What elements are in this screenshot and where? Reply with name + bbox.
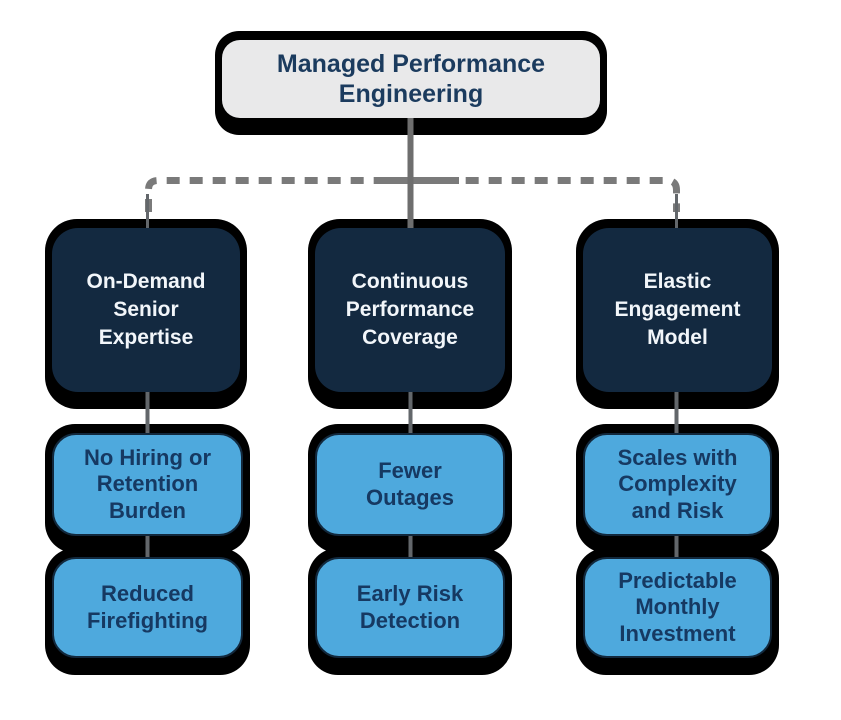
root-node-label: Managed Performance Engineering xyxy=(276,49,546,109)
branch-node-label: On-Demand Senior Expertise xyxy=(86,270,206,349)
leaf-node-predictable-monthly-investment: Predictable Monthly Investment xyxy=(583,557,772,658)
leaf-node-early-risk-detection: Early Risk Detection xyxy=(315,557,505,658)
branch-node-continuous-performance-coverage: Continuous Performance Coverage xyxy=(315,228,505,392)
leaf-node-label: No Hiring or Retention Burden xyxy=(83,444,212,523)
leaf-node-reduced-firefighting: Reduced Firefighting xyxy=(52,557,243,658)
leaf-node-label: Reduced Firefighting xyxy=(87,581,208,633)
connector-dashed-spine xyxy=(145,177,680,212)
branch-node-elastic-engagement-model: Elastic Engagement Model xyxy=(583,228,772,392)
connector-lines xyxy=(145,118,680,560)
branch-node-label: Elastic Engagement Model xyxy=(614,270,741,349)
leaf-node-label: Fewer Outages xyxy=(365,458,455,510)
leaf-node-fewer-outages: Fewer Outages xyxy=(315,433,505,536)
branch-node-on-demand-senior-expertise: On-Demand Senior Expertise xyxy=(52,228,240,392)
root-node: Managed Performance Engineering xyxy=(222,40,600,118)
leaf-node-label: Predictable Monthly Investment xyxy=(618,567,737,646)
leaf-node-no-hiring-or-retention-burden: No Hiring or Retention Burden xyxy=(52,433,243,536)
leaf-node-scales-with-complexity-and-risk: Scales with Complexity and Risk xyxy=(583,433,772,536)
leaf-node-label: Early Risk Detection xyxy=(356,581,464,633)
branch-node-label: Continuous Performance Coverage xyxy=(345,270,475,349)
leaf-node-label: Scales with Complexity and Risk xyxy=(617,444,738,523)
